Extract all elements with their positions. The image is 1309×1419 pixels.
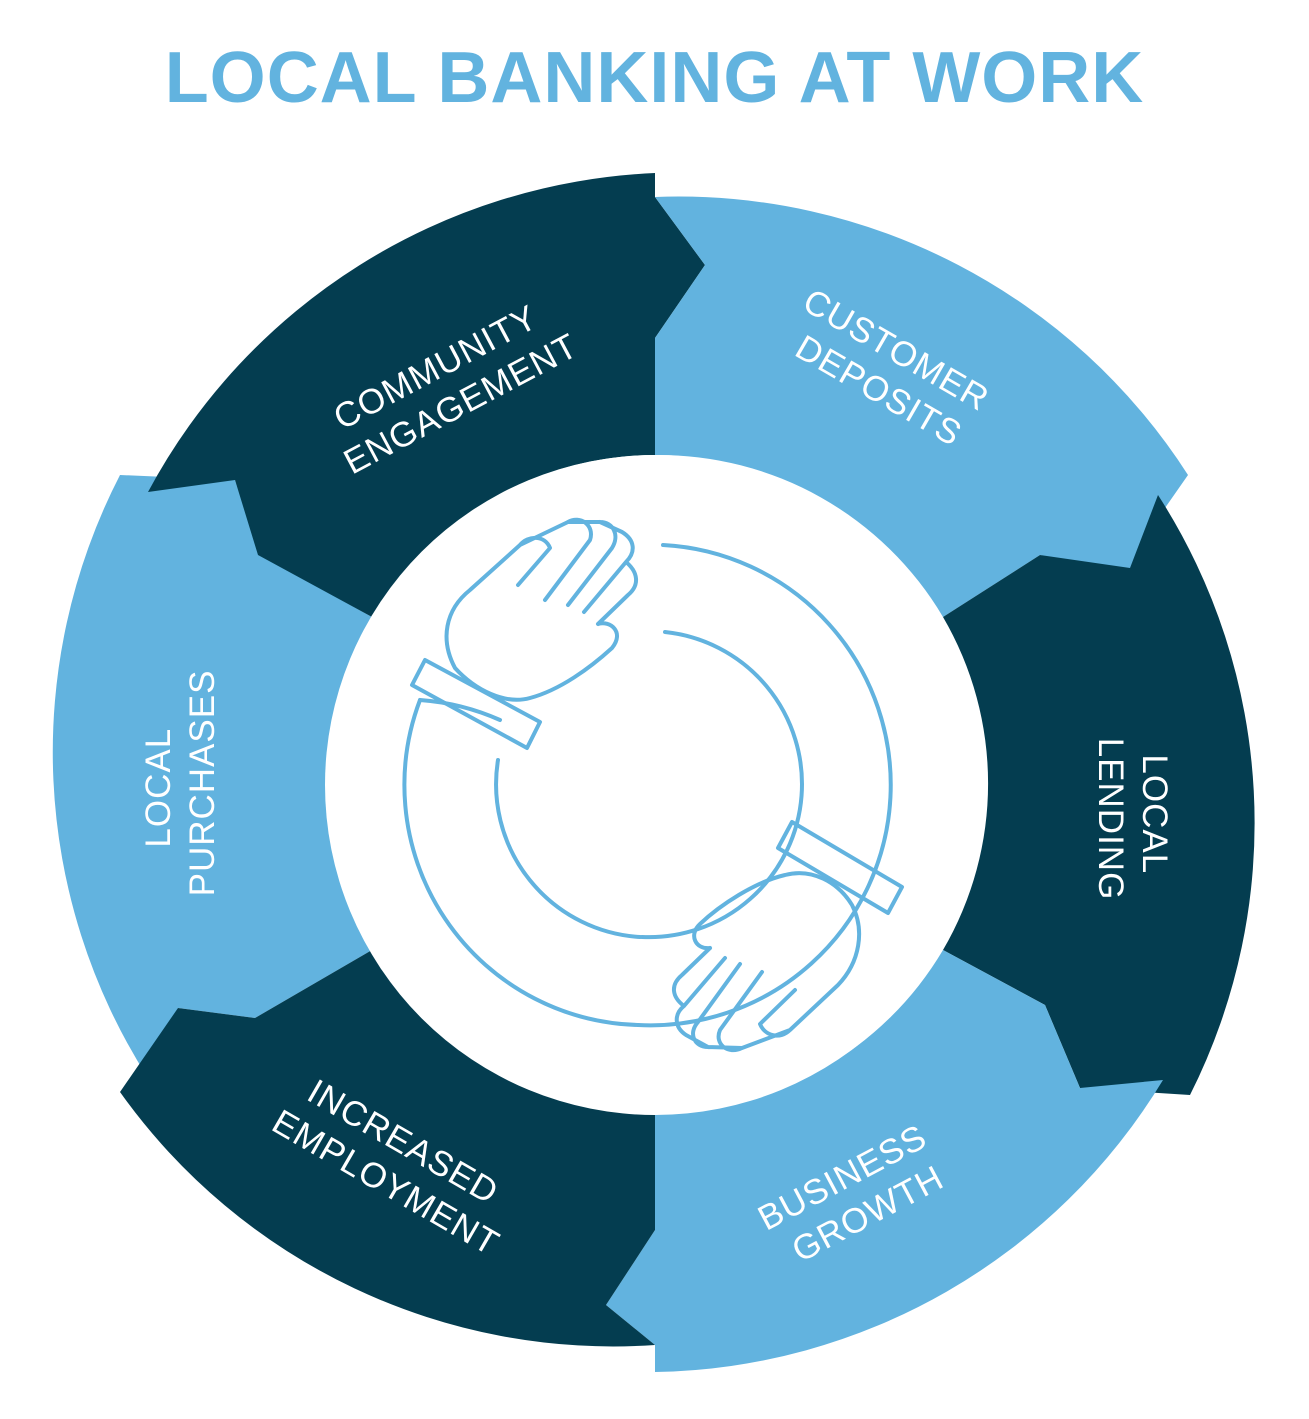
segment-label-local-lending: LOCAL LENDING	[1091, 738, 1174, 901]
segment-customer-deposits	[655, 196, 1188, 618]
hands-cycle-icon	[402, 517, 904, 1053]
segment-label-local-purchases: LOCAL PURCHASES	[139, 670, 222, 897]
segment-local-lending	[943, 495, 1255, 1095]
center-circle	[325, 455, 985, 1115]
segment-increased-employment	[120, 950, 655, 1347]
segment-local-purchases	[52, 475, 373, 1078]
segment-community-engagement	[148, 173, 705, 617]
segment-business-growth	[606, 950, 1163, 1372]
page-title: LOCAL BANKING AT WORK	[164, 38, 1145, 118]
